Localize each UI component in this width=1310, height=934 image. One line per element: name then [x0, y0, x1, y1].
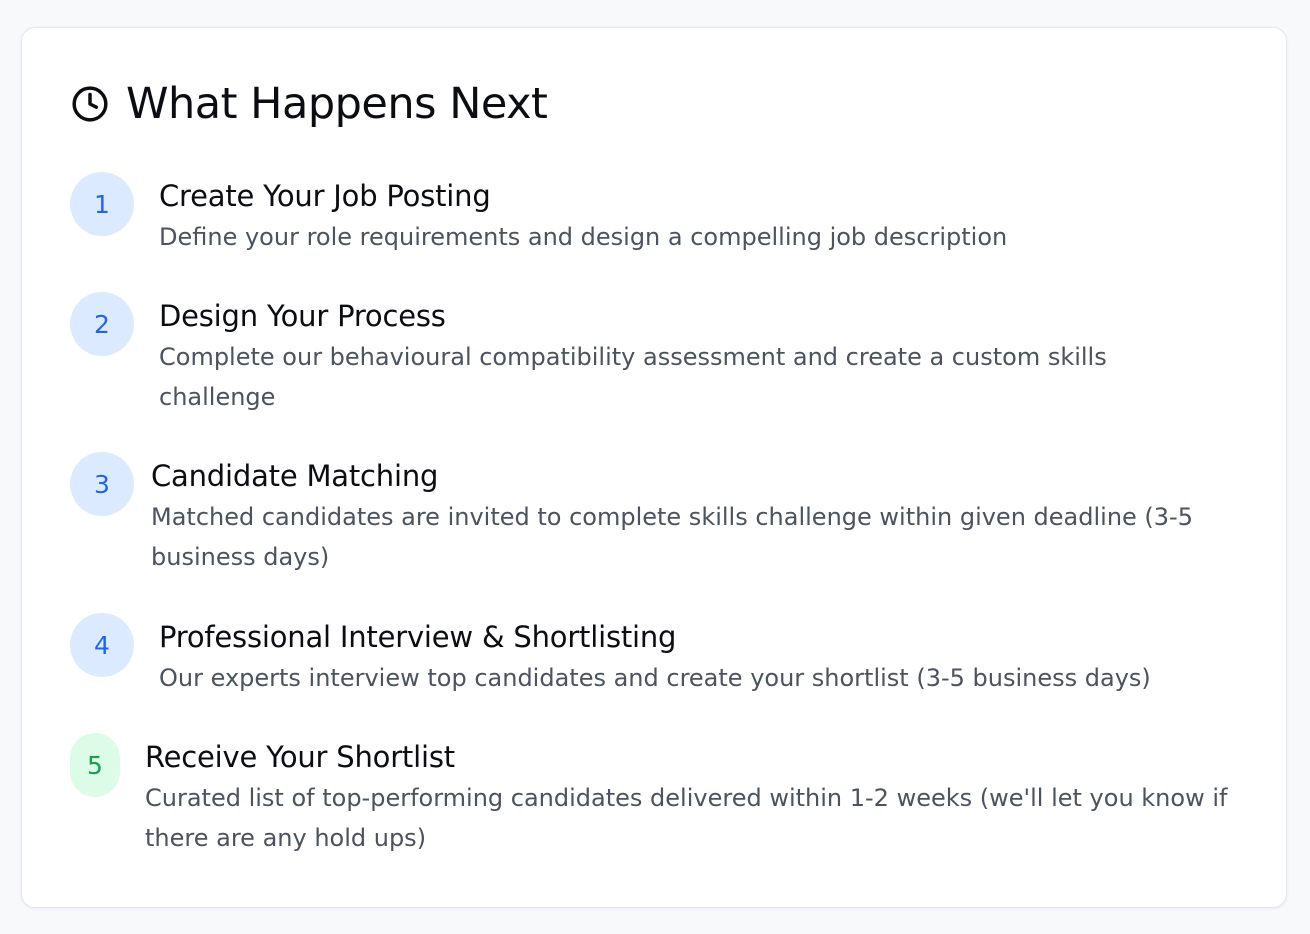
step-number-badge: 1 [70, 172, 134, 236]
step-title: Design Your Process [159, 299, 446, 333]
step-description: Our experts interview top candidates and… [159, 664, 1151, 692]
step-description: Define your role requirements and design… [159, 223, 1008, 251]
step-title: Create Your Job Posting [159, 179, 491, 213]
card-title: What Happens Next [126, 79, 548, 129]
step-description: Complete our behavioural compatibility a… [159, 343, 1107, 411]
step-5: 5 Receive Your Shortlist Curated list of… [70, 733, 1240, 858]
step-description: Matched candidates are invited to comple… [151, 503, 1193, 571]
clock-icon [70, 84, 110, 124]
what-happens-next-card: What Happens Next 1 Create Your Job Post… [21, 27, 1287, 908]
step-body: Receive Your Shortlist Curated list of t… [145, 733, 1240, 858]
step-number-badge: 5 [70, 733, 120, 797]
step-3: 3 Candidate Matching Matched candidates … [70, 452, 1230, 577]
step-4: 4 Professional Interview & Shortlisting … [70, 613, 1250, 698]
step-body: Create Your Job Posting Define your role… [159, 172, 1007, 257]
step-title: Candidate Matching [151, 459, 439, 493]
step-body: Professional Interview & Shortlisting Ou… [159, 613, 1151, 698]
step-2: 2 Design Your Process Complete our behav… [70, 292, 1150, 417]
step-description: Curated list of top-performing candidate… [145, 784, 1228, 852]
step-number-badge: 4 [70, 613, 134, 677]
step-1: 1 Create Your Job Posting Define your ro… [70, 172, 1220, 257]
step-title: Professional Interview & Shortlisting [159, 620, 677, 654]
step-body: Design Your Process Complete our behavio… [159, 292, 1150, 417]
step-number-badge: 3 [70, 452, 134, 516]
step-title: Receive Your Shortlist [145, 740, 455, 774]
card-header: What Happens Next [70, 76, 548, 132]
step-body: Candidate Matching Matched candidates ar… [151, 452, 1230, 577]
step-number-badge: 2 [70, 292, 134, 356]
